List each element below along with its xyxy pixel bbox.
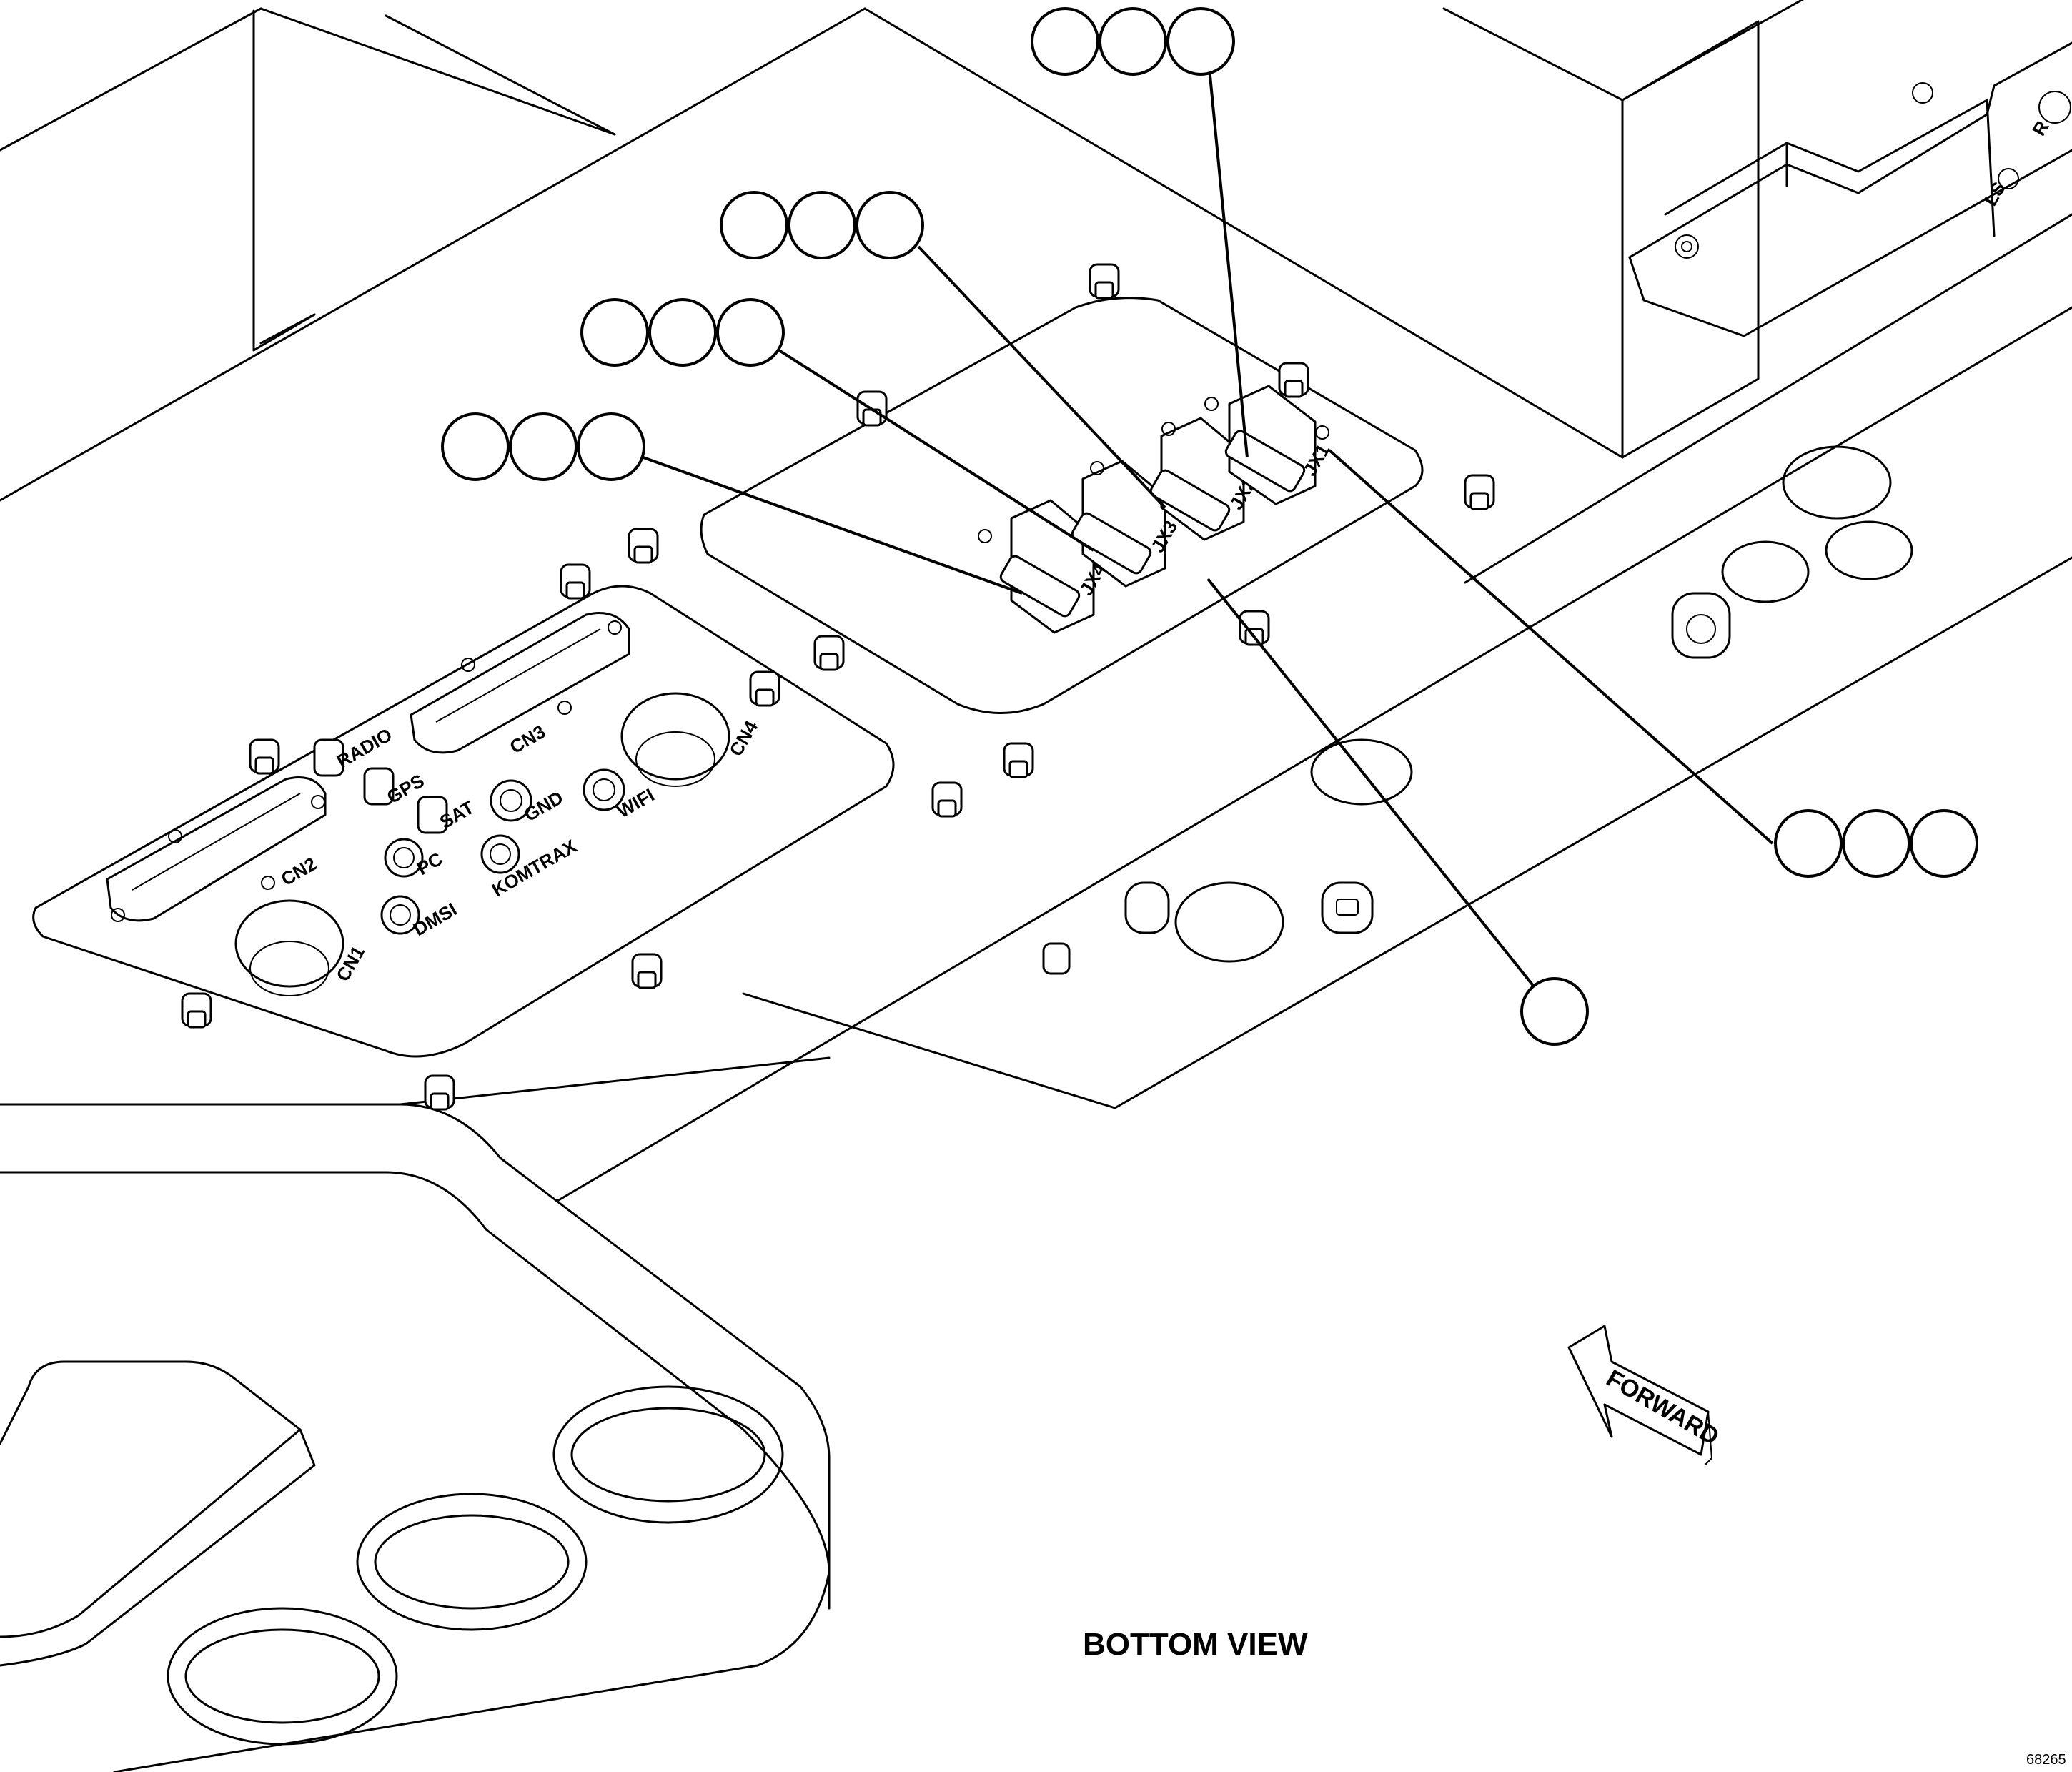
callouts [441,7,1978,1046]
right-bracket: R LS [1621,0,2072,337]
nut [1003,742,1034,778]
callout-group-2 [720,191,924,259]
connector-cn1: CN1 [234,899,369,996]
nut [1239,610,1270,646]
nut [1278,362,1309,398]
callout-group-1 [1031,7,1235,76]
bracket-mark-r: R [2028,117,2053,139]
nut [931,781,963,818]
nut [1089,263,1120,300]
nut [560,563,591,600]
nut [424,1074,455,1111]
nut [181,992,212,1029]
nut [749,670,780,707]
callout-group-4 [441,412,645,481]
nut [628,528,659,564]
view-caption: BOTTOM VIEW [1083,1627,1308,1662]
nut [1042,942,1071,975]
callout-group-5 [1774,809,1978,878]
nut [631,953,663,989]
nut [813,635,845,671]
figure-number: 68265 [2026,1752,2066,1768]
callout-single [1520,977,1589,1046]
connector-jx2: JX2 [1149,417,1260,541]
forward-arrow: FORWARD [1567,1325,1724,1466]
bracket-mark-ls: LS [1979,178,2010,209]
connector-jx3: JX3 [1071,460,1181,588]
jx-connectors: JX4 JX3 JX2 JX1 [978,385,1334,634]
underside-holes [1124,445,1913,963]
callout-group-3 [580,298,785,367]
lower-housing [0,1103,831,1772]
nut [1464,474,1495,510]
upper-plate [700,297,1424,714]
nut [249,738,280,775]
leader-lines [643,53,1774,991]
mounting-nuts [181,263,1495,1111]
